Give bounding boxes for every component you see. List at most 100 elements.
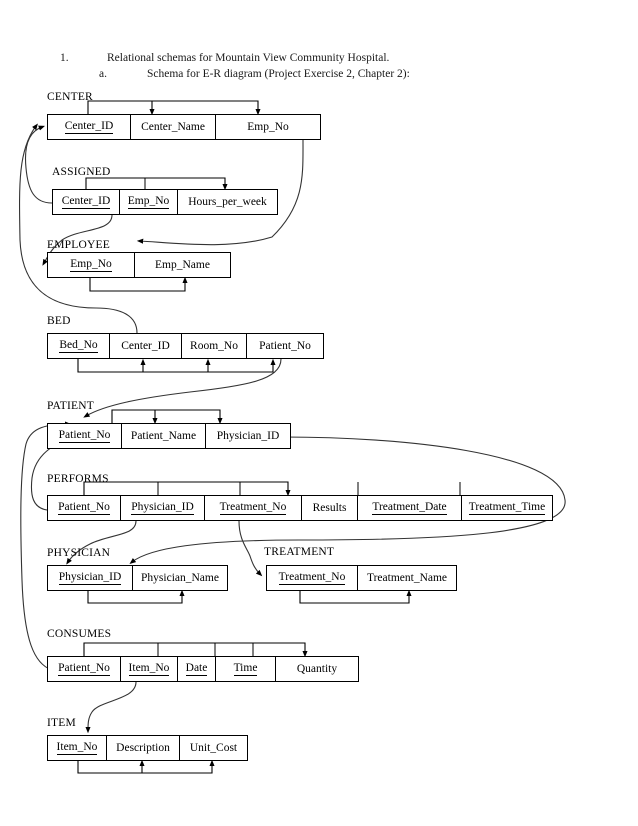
- fd-arrows-performs: [83, 481, 461, 497]
- attribute-cell: Physician_ID: [121, 496, 205, 520]
- attribute-cell: Patient_No: [247, 334, 323, 358]
- fd-arrows-treatment: [299, 589, 412, 604]
- fk-performs-treatmentno-to-treatment: [238, 520, 263, 577]
- attribute-cell: Description: [107, 736, 180, 760]
- attribute-label: Center_ID: [121, 340, 170, 352]
- relation-title-consumes: CONSUMES: [47, 628, 112, 640]
- attribute-label: Center_ID: [61, 195, 111, 209]
- relation-table-bed: Bed_No Center_ID Room_No Patient_No: [47, 333, 324, 359]
- relation-table-employee: Emp_No Emp_Name: [47, 252, 231, 278]
- fk-bed-patientno-to-patient: [83, 358, 282, 418]
- attribute-cell: Emp_No: [48, 253, 135, 277]
- heading-item-text: Relational schemas for Mountain View Com…: [107, 52, 390, 64]
- attribute-cell: Date: [178, 657, 216, 681]
- attribute-cell: Treatment_Time: [462, 496, 552, 520]
- relation-title-bed: BED: [47, 315, 71, 327]
- attribute-label: Quantity: [296, 663, 338, 675]
- attribute-cell: Hours_per_week: [178, 190, 277, 214]
- attribute-label: Room_No: [190, 340, 238, 352]
- relation-table-patient: Patient_No Patient_Name Physician_ID: [47, 423, 291, 449]
- attribute-cell: Results: [302, 496, 358, 520]
- attribute-label: Unit_Cost: [189, 742, 238, 754]
- attribute-label: Item_No: [128, 662, 170, 676]
- attribute-cell: Emp_No: [120, 190, 178, 214]
- attribute-label: Treatment_No: [219, 501, 287, 515]
- fd-arrows-bed: [77, 358, 276, 373]
- attribute-label: Time: [233, 662, 258, 676]
- attribute-label: Emp_Name: [155, 259, 210, 271]
- attribute-cell: Item_No: [48, 736, 107, 760]
- attribute-cell: Treatment_No: [267, 566, 358, 590]
- relation-title-patient: PATIENT: [47, 400, 94, 412]
- attribute-label: Item_No: [56, 741, 98, 755]
- attribute-cell: Bed_No: [48, 334, 110, 358]
- attribute-label: Patient_No: [58, 662, 110, 676]
- relation-title-assigned: ASSIGNED: [52, 166, 111, 178]
- attribute-label: Results: [312, 502, 347, 514]
- attribute-label: Treatment_No: [278, 571, 346, 585]
- attribute-label: Patient_No: [259, 340, 311, 352]
- attribute-label: Physician_ID: [216, 430, 280, 442]
- attribute-label: Treatment_Time: [468, 501, 546, 515]
- attribute-cell: Center_ID: [53, 190, 120, 214]
- relation-title-physician: PHYSICIAN: [47, 547, 111, 559]
- attribute-cell: Patient_No: [48, 424, 122, 448]
- attribute-cell: Emp_Name: [135, 253, 230, 277]
- relation-title-center: CENTER: [47, 91, 93, 103]
- attribute-cell: Patient_No: [48, 496, 121, 520]
- relation-table-physician: Physician_ID Physician_Name: [47, 565, 228, 591]
- fd-arrows-consumes: [83, 642, 308, 658]
- fd-arrows-physician: [87, 589, 185, 604]
- attribute-label: Patient_No: [58, 429, 111, 443]
- fd-arrows-item: [77, 759, 215, 774]
- fd-arrows-patient: [111, 409, 223, 425]
- fk-consumes-itemno-to-item: [85, 681, 137, 734]
- attribute-cell: Center_ID: [110, 334, 182, 358]
- attribute-label: Physician_ID: [131, 501, 194, 515]
- attribute-cell: Physician_Name: [133, 566, 227, 590]
- relation-title-item: ITEM: [47, 717, 76, 729]
- relation-table-performs: Patient_No Physician_ID Treatment_No Result…: [47, 495, 553, 521]
- attribute-label: Emp_No: [70, 258, 112, 272]
- relation-table-center: Center_ID Center_Name Emp_No: [47, 114, 321, 140]
- relation-table-item: Item_No Description Unit_Cost: [47, 735, 248, 761]
- fd-arrows-center: [87, 100, 261, 116]
- heading-sub-number: a.: [99, 68, 107, 80]
- attribute-label: Center_ID: [64, 120, 114, 134]
- attribute-label: Treatment_Name: [366, 572, 448, 584]
- relation-table-treatment: Treatment_No Treatment_Name: [266, 565, 457, 591]
- relation-table-consumes: Patient_No Item_No Date Time Quantity: [47, 656, 359, 682]
- relation-title-employee: EMPLOYEE: [47, 239, 110, 251]
- attribute-label: Treatment_Date: [372, 501, 447, 515]
- attribute-label: Hours_per_week: [188, 196, 267, 208]
- attribute-label: Description: [116, 742, 170, 754]
- attribute-label: Emp_No: [247, 121, 289, 133]
- attribute-label: Patient_No: [58, 501, 110, 515]
- attribute-cell: Time: [216, 657, 276, 681]
- fd-arrows-assigned: [85, 177, 228, 191]
- attribute-cell: Emp_No: [216, 115, 320, 139]
- fd-arrows-employee: [89, 276, 188, 292]
- relation-title-treatment: TREATMENT: [264, 546, 335, 558]
- attribute-cell: Treatment_No: [205, 496, 302, 520]
- attribute-cell: Center_Name: [131, 115, 216, 139]
- attribute-cell: Treatment_Name: [358, 566, 456, 590]
- attribute-label: Emp_No: [127, 195, 170, 209]
- attribute-label: Patient_Name: [130, 430, 197, 442]
- attribute-label: Date: [185, 662, 208, 676]
- attribute-cell: Item_No: [121, 657, 178, 681]
- attribute-label: Bed_No: [59, 339, 98, 353]
- attribute-cell: Physician_ID: [48, 566, 133, 590]
- attribute-label: Center_Name: [141, 121, 205, 133]
- relation-title-performs: PERFORMS: [47, 473, 109, 485]
- attribute-cell: Unit_Cost: [180, 736, 247, 760]
- attribute-cell: Treatment_Date: [358, 496, 462, 520]
- attribute-cell: Quantity: [276, 657, 358, 681]
- relation-table-assigned: Center_ID Emp_No Hours_per_week: [52, 189, 278, 215]
- attribute-cell: Patient_Name: [122, 424, 206, 448]
- heading-sub-text: Schema for E-R diagram (Project Exercise…: [147, 68, 410, 80]
- attribute-cell: Patient_No: [48, 657, 121, 681]
- attribute-label: Physician_Name: [141, 572, 219, 584]
- attribute-cell: Center_ID: [48, 115, 131, 139]
